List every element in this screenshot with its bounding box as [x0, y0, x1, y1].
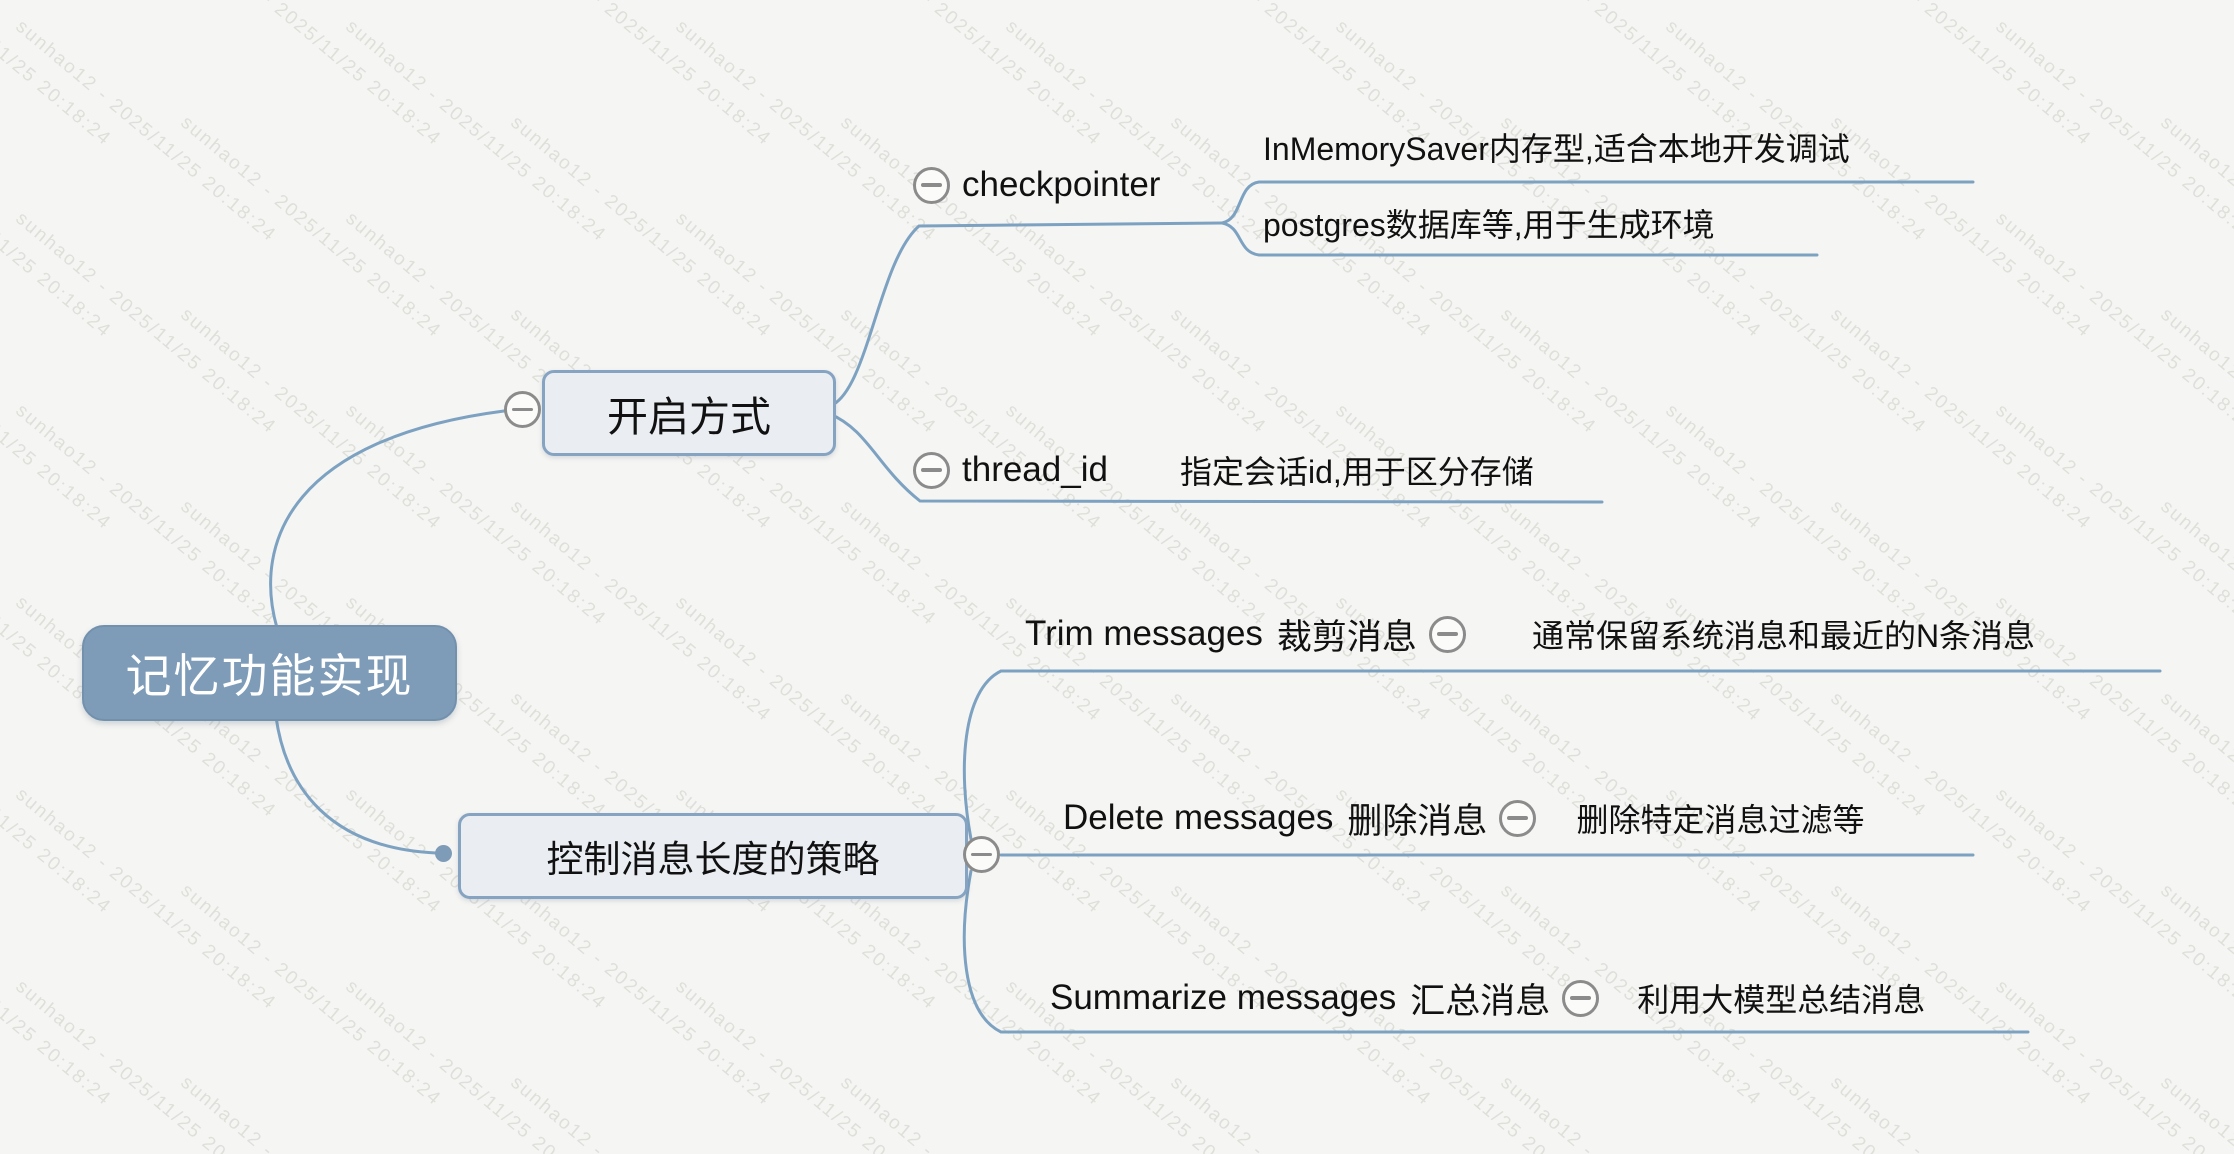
branch-endpoint-dot	[435, 845, 452, 862]
topic-trim-label-zh[interactable]: 裁剪消息	[1276, 617, 1417, 657]
edge-open-to-checkpointer	[828, 221, 1224, 408]
topic-summarize-desc[interactable]: 利用大模型总结消息	[1637, 982, 1926, 1018]
topic-checkpointer: checkpointer	[913, 161, 1160, 209]
node-root-label: 记忆功能实现	[125, 650, 414, 702]
topic-postgres: postgres数据库等,用于生成环境	[1263, 199, 1715, 247]
node-strategy-branch-label: 控制消息长度的策略	[546, 839, 880, 880]
node-strategy-branch[interactable]: 控制消息长度的策略	[458, 813, 968, 899]
collapse-toggle-open-branch[interactable]	[504, 391, 541, 428]
topic-trim: Trim messages 裁剪消息 通常保留系统消息和最近的N条消息	[1025, 610, 2035, 658]
topic-delete: Delete messages 删除消息 删除特定消息过滤等	[1063, 794, 1864, 842]
topic-threadid: thread_id 指定会话id,用于区分存储	[913, 446, 1534, 494]
edge-strategy-to-trim	[962, 669, 2162, 841]
collapse-toggle-threadid[interactable]	[913, 451, 950, 489]
collapse-toggle-summarize[interactable]	[1562, 979, 1600, 1017]
topic-delete-label-zh[interactable]: 删除消息	[1347, 801, 1488, 841]
edge-strategy-to-summarize	[962, 869, 2030, 1034]
collapse-toggle-delete[interactable]	[1499, 799, 1537, 837]
topic-postgres-label[interactable]: postgres数据库等,用于生成环境	[1263, 207, 1715, 243]
collapse-toggle-trim[interactable]	[1428, 615, 1466, 653]
node-open-branch-label: 开启方式	[607, 394, 771, 440]
topic-inmemory-label[interactable]: InMemorySaver内存型,适合本地开发调试	[1263, 131, 1850, 167]
collapse-toggle-strategy-branch[interactable]	[963, 836, 1000, 873]
collapse-toggle-checkpointer[interactable]	[913, 166, 950, 204]
topic-threadid-label[interactable]: thread_id	[962, 450, 1108, 489]
topic-summarize: Summarize messages 汇总消息 利用大模型总结消息	[1050, 974, 1925, 1022]
topic-checkpointer-label[interactable]: checkpointer	[962, 165, 1161, 204]
topic-delete-label-en[interactable]: Delete messages	[1063, 798, 1334, 837]
edge-checkpointer-to-inmemory	[1220, 180, 1975, 225]
node-open-branch[interactable]: 开启方式	[542, 370, 836, 456]
node-root[interactable]: 记忆功能实现	[82, 625, 457, 721]
topic-summarize-label-en[interactable]: Summarize messages	[1050, 978, 1397, 1017]
topic-summarize-label-zh[interactable]: 汇总消息	[1410, 981, 1551, 1021]
topic-inmemory: InMemorySaver内存型,适合本地开发调试	[1263, 123, 1850, 171]
topic-delete-desc[interactable]: 删除特定消息过滤等	[1576, 802, 1865, 838]
edge-root-to-open-branch	[269, 409, 506, 630]
edge-root-to-strategy-branch	[274, 715, 438, 855]
topic-trim-desc[interactable]: 通常保留系统消息和最近的N条消息	[1531, 618, 2036, 654]
edge-open-to-threadid	[828, 412, 1604, 504]
topic-trim-label-en[interactable]: Trim messages	[1025, 614, 1263, 653]
topic-threadid-desc[interactable]: 指定会话id,用于区分存储	[1179, 454, 1534, 490]
edge-checkpointer-to-postgres	[1220, 221, 1819, 257]
